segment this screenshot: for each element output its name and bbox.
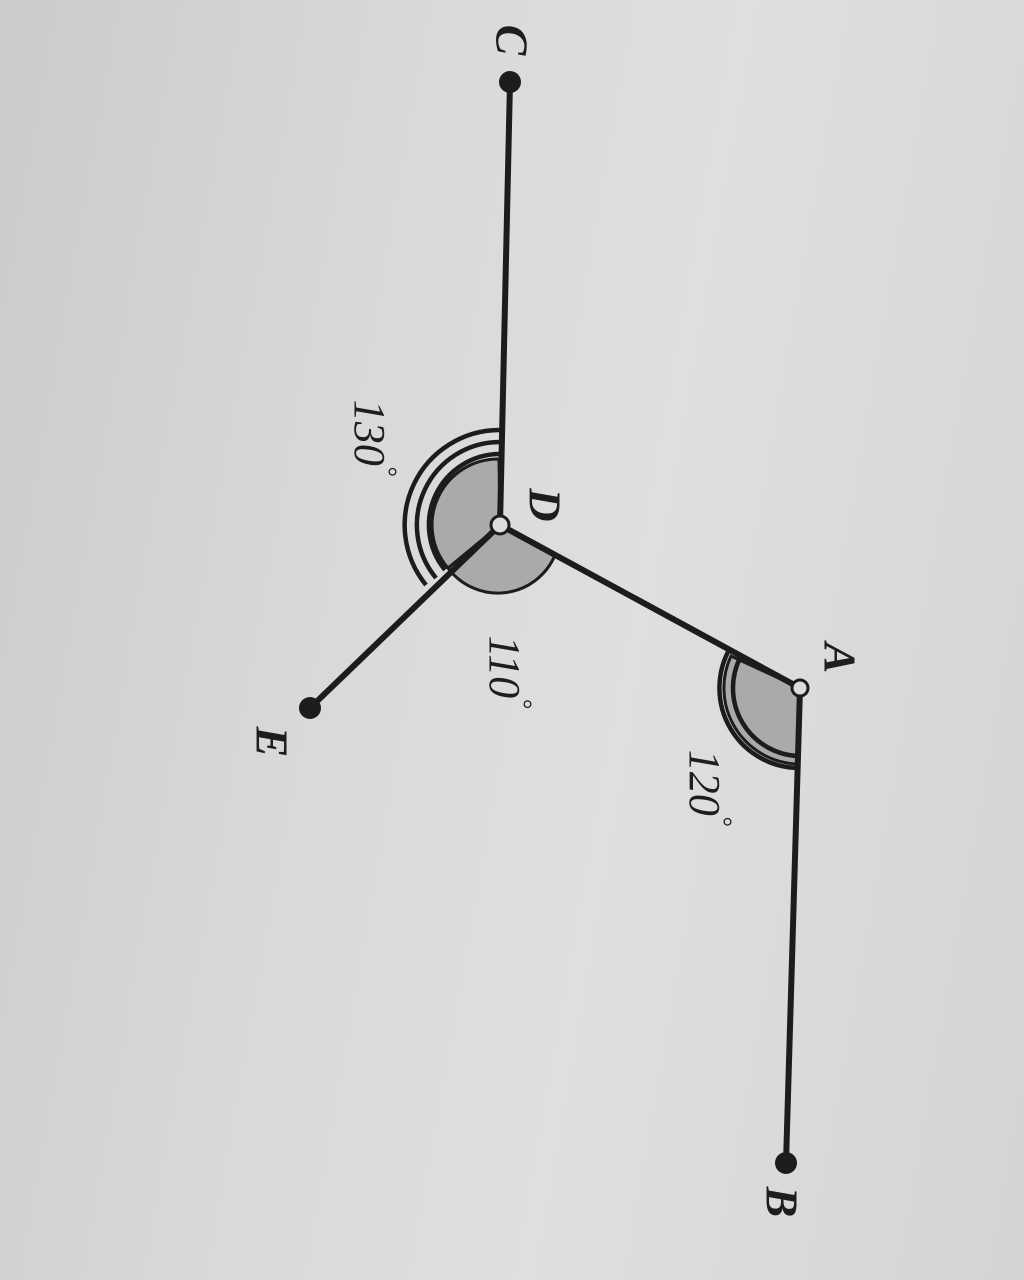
angle-arc-a-outer xyxy=(717,650,799,771)
segment-da xyxy=(497,522,803,691)
angle-label-cde: 130° xyxy=(346,400,403,476)
segment-ab xyxy=(783,685,803,1166)
point-e-label: E xyxy=(247,726,298,758)
angle-arc-d-middle xyxy=(414,439,501,580)
angle-arc-a-inner xyxy=(730,657,799,759)
angle-arc-d-inner xyxy=(426,451,501,572)
angle-arc-d-outer xyxy=(402,427,501,587)
point-e-marker xyxy=(299,697,321,719)
angle-sector-d-cde xyxy=(430,457,502,571)
angle-sector-a xyxy=(722,654,802,766)
point-d-label: D xyxy=(520,487,571,521)
point-d-marker xyxy=(489,514,511,536)
angle-label-a: 120° xyxy=(681,750,738,826)
segment-dc xyxy=(497,79,513,528)
point-b-label: B xyxy=(757,1186,808,1218)
point-a-marker xyxy=(790,678,810,698)
point-b-marker xyxy=(775,1152,797,1174)
point-a-label: A xyxy=(815,640,866,674)
angle-label-ade: 110° xyxy=(481,635,538,708)
segment-de xyxy=(307,522,503,711)
point-c-label: C xyxy=(487,25,538,57)
point-c-marker xyxy=(499,71,521,93)
